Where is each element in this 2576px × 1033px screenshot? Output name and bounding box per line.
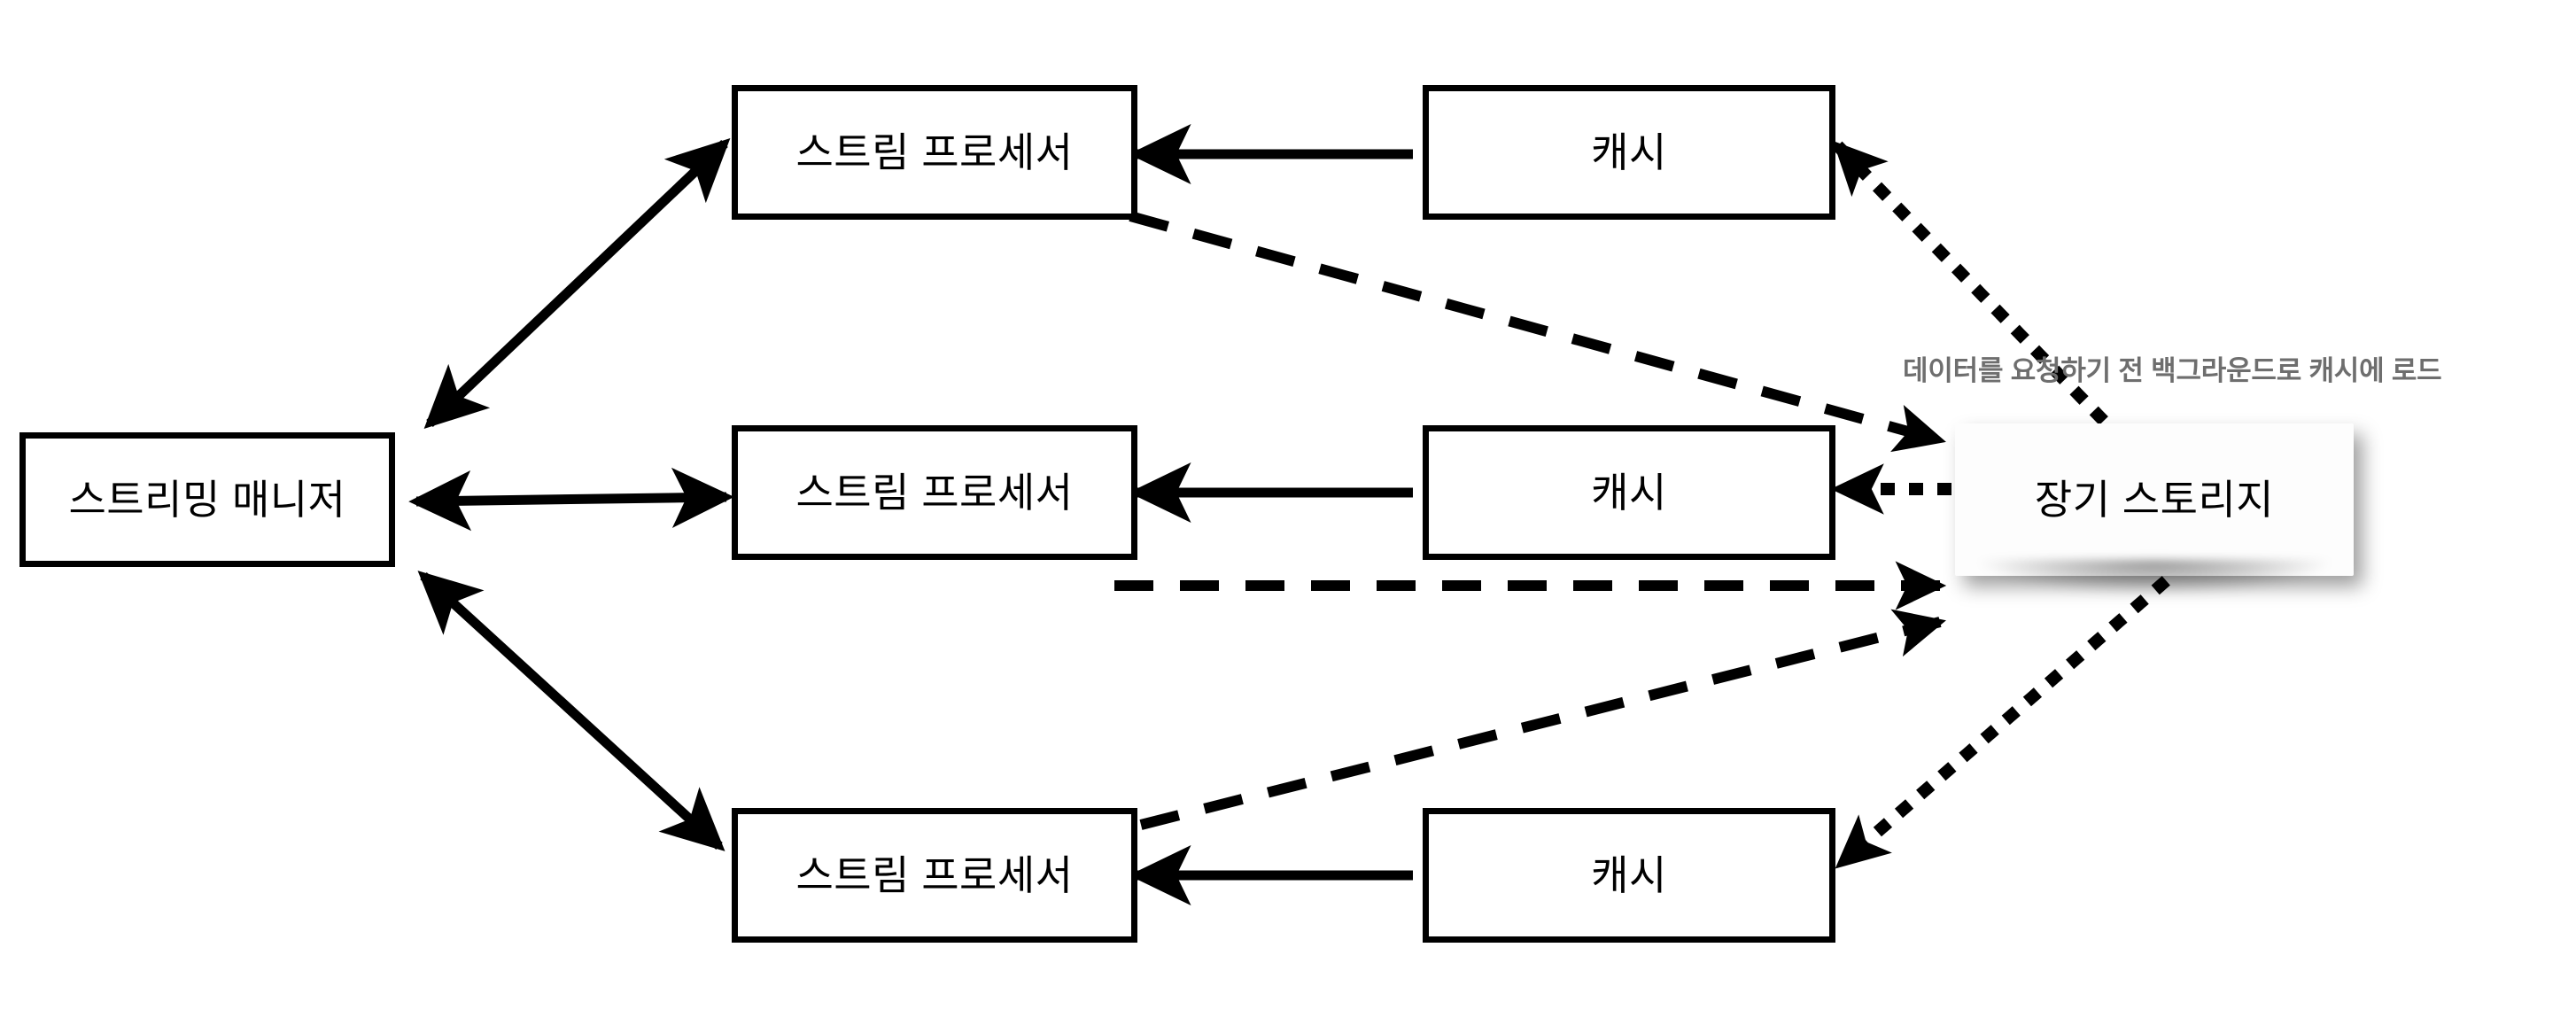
node-cache-3[interactable]: 캐시 — [1423, 808, 1835, 943]
node-cache-2-label: 캐시 — [1591, 470, 1667, 516]
node-stream-processor-2[interactable]: 스트림 프로세서 — [732, 425, 1137, 560]
annotation-prefetch-note: 데이터를 요청하기 전 백그라운드로 캐시에 로드 — [1903, 355, 2442, 386]
node-cache-3-label: 캐시 — [1591, 852, 1667, 898]
node-stream-processor-1-label: 스트림 프로세서 — [795, 129, 1074, 175]
node-stream-processor-2-label: 스트림 프로세서 — [795, 470, 1074, 516]
edge-manager-to-processor-2 — [408, 467, 734, 532]
node-cache-2[interactable]: 캐시 — [1423, 425, 1835, 560]
node-long-term-storage[interactable]: 장기 스토리지 — [1955, 423, 2354, 576]
node-streaming-manager-label: 스트리밍 매니저 — [68, 477, 346, 523]
node-cache-1[interactable]: 캐시 — [1423, 85, 1835, 220]
node-stream-processor-1[interactable]: 스트림 프로세서 — [732, 85, 1137, 220]
edge-processor-1-to-storage — [1129, 211, 1946, 453]
node-stream-processor-3[interactable]: 스트림 프로세서 — [732, 808, 1137, 943]
edge-manager-to-processor-1 — [423, 137, 731, 430]
node-streaming-manager[interactable]: 스트리밍 매니저 — [19, 432, 395, 567]
node-stream-processor-3-label: 스트림 프로세서 — [795, 852, 1074, 898]
node-long-term-storage-wrapper: 장기 스토리지 — [1950, 423, 2359, 599]
node-cache-1-label: 캐시 — [1591, 129, 1667, 175]
edge-processor-3-to-storage — [1139, 609, 1946, 830]
node-long-term-storage-label: 장기 스토리지 — [2034, 477, 2275, 523]
edge-storage-to-cache-3 — [1832, 576, 2170, 873]
edge-manager-to-processor-3 — [417, 571, 725, 851]
